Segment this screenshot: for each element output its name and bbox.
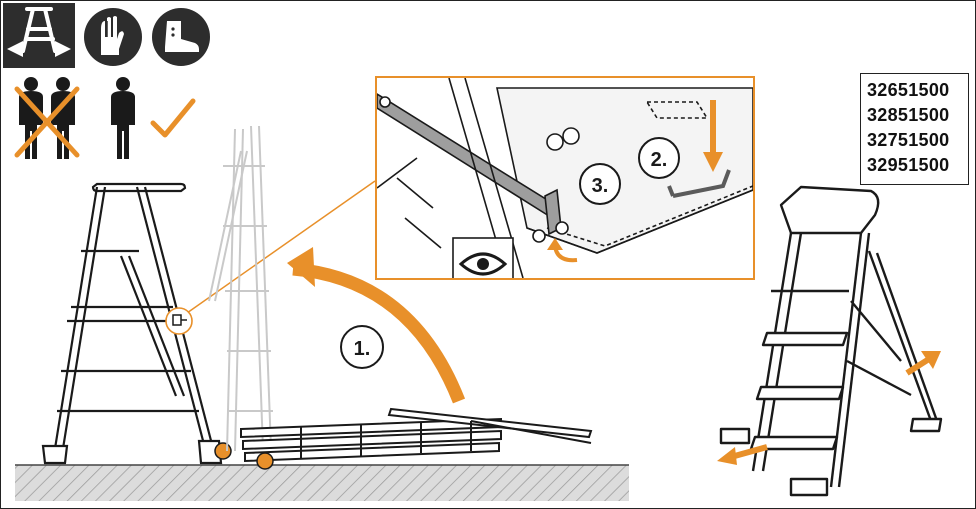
spread-arrow-right xyxy=(905,351,941,376)
product-code: 32751500 xyxy=(867,130,950,150)
folded-ladder xyxy=(240,407,593,463)
product-code: 32651500 xyxy=(867,80,950,100)
eye-icon xyxy=(452,237,514,278)
product-code: 32951500 xyxy=(867,155,950,175)
ghost-ladder xyxy=(208,125,273,452)
step-3-label: 3. xyxy=(592,175,609,197)
product-code-box: 32651500 32851500 32751500 32951500 xyxy=(860,73,969,185)
step-3-marker xyxy=(579,163,621,205)
ladder-stability-icon xyxy=(3,3,75,68)
detail-inset: 2. 3. xyxy=(375,76,755,280)
callout-magnifier xyxy=(165,307,193,335)
wheel xyxy=(256,452,274,470)
standing-ladder xyxy=(41,182,223,465)
latch-arrow xyxy=(547,238,578,263)
callout-leader-line xyxy=(186,180,376,314)
fold-arrow xyxy=(287,247,466,404)
two-persons-crossed-icon xyxy=(11,75,83,161)
step-ladder xyxy=(719,185,943,497)
step-1-marker xyxy=(340,325,384,369)
one-person-icon xyxy=(105,75,141,161)
handle-arrow xyxy=(703,100,723,172)
gloves-icon xyxy=(83,7,143,67)
checkmark-icon xyxy=(149,97,197,139)
spread-arrow-left xyxy=(717,444,768,465)
product-code: 32851500 xyxy=(867,105,950,125)
wheel xyxy=(214,442,232,460)
step-2-label: 2. xyxy=(651,149,668,171)
ground xyxy=(15,464,629,501)
step-2-marker xyxy=(638,137,680,179)
safety-boots-icon xyxy=(151,7,211,67)
step-1-label: 1. xyxy=(354,338,371,360)
